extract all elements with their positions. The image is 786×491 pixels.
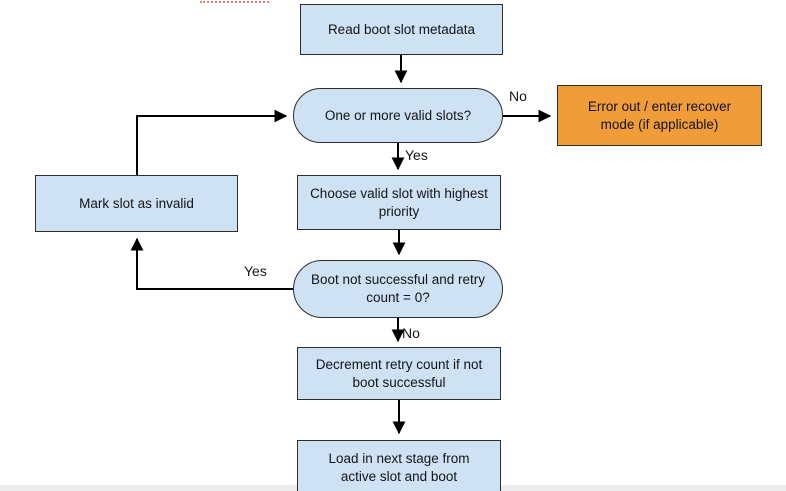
red-dotted-annotation bbox=[200, 1, 269, 3]
node-label: Error out / enter recover mode (if appli… bbox=[587, 98, 732, 132]
edge-label-yes-to-mark: Yes bbox=[244, 263, 267, 279]
node-decrement-retry-count: Decrement retry count if not boot succes… bbox=[297, 347, 501, 400]
node-load-next-stage: Load in next stage from active slot and … bbox=[297, 440, 501, 491]
node-valid-slots-decision: One or more valid slots? bbox=[293, 88, 503, 143]
node-boot-retry-decision: Boot not successful and retry count = 0? bbox=[293, 260, 503, 318]
edge-label-no-to-decrement: No bbox=[402, 325, 420, 341]
node-label: Load in next stage from active slot and … bbox=[328, 450, 470, 484]
node-label: Boot not successful and retry count = 0? bbox=[310, 272, 486, 305]
node-label: Choose valid slot with highest priority bbox=[310, 185, 488, 219]
node-label: One or more valid slots? bbox=[324, 107, 472, 123]
edge-mark-invalid-to-valid-slots bbox=[136, 109, 288, 175]
node-error-recover-mode: Error out / enter recover mode (if appli… bbox=[557, 85, 762, 146]
edge-boot-retry-to-mark-invalid bbox=[130, 237, 293, 290]
node-label: Read boot slot metadata bbox=[327, 21, 476, 37]
node-choose-valid-slot: Choose valid slot with highest priority bbox=[297, 175, 501, 230]
node-label: Mark slot as invalid bbox=[79, 195, 194, 211]
edge-label-no-to-error: No bbox=[509, 88, 527, 104]
edge-label-yes-to-choose: Yes bbox=[405, 147, 428, 163]
node-read-boot-slot-metadata: Read boot slot metadata bbox=[300, 4, 503, 55]
node-mark-slot-invalid: Mark slot as invalid bbox=[35, 175, 238, 232]
node-label: Decrement retry count if not boot succes… bbox=[315, 356, 483, 390]
